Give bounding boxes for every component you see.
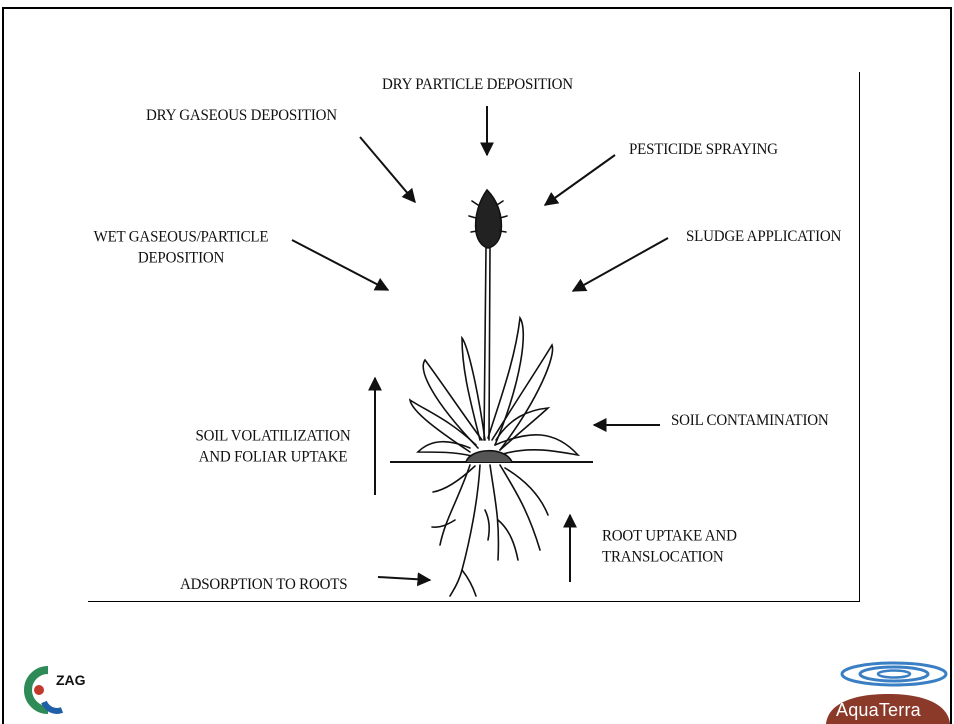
label-wet-deposition-line1: WET GASEOUS/PARTICLE [86,227,276,248]
arrow-pesticide [545,155,615,205]
label-root-uptake: ROOT UPTAKE AND TRANSLOCATION [602,526,737,568]
aquaterra-logo-text: AquaTerra [836,700,921,721]
label-volatilization-line1: SOIL VOLATILIZATION [183,426,363,447]
label-soil-contamination: SOIL CONTAMINATION [671,411,829,432]
arrow-dry-gaseous [360,137,415,202]
arrow-wet-deposition [292,240,388,290]
label-volatilization-line2: AND FOLIAR UPTAKE [183,447,363,468]
arrow-sludge [573,238,668,291]
label-volatilization: SOIL VOLATILIZATION AND FOLIAR UPTAKE [183,426,363,468]
arrow-adsorption [378,577,430,580]
label-root-uptake-line2: TRANSLOCATION [602,547,737,568]
label-root-uptake-line1: ROOT UPTAKE AND [602,526,737,547]
label-sludge-application: SLUDGE APPLICATION [686,227,841,248]
label-wet-deposition-line2: DEPOSITION [86,248,276,269]
label-dry-gaseous-deposition: DRY GASEOUS DEPOSITION [146,106,337,127]
zag-logo-text: ZAG [56,672,86,688]
plant-drawing [410,190,578,596]
label-adsorption-to-roots: ADSORPTION TO ROOTS [180,575,347,596]
label-pesticide-spraying: PESTICIDE SPRAYING [629,140,778,161]
label-dry-particle-deposition: DRY PARTICLE DEPOSITION [382,75,573,96]
label-wet-deposition: WET GASEOUS/PARTICLE DEPOSITION [86,227,276,269]
